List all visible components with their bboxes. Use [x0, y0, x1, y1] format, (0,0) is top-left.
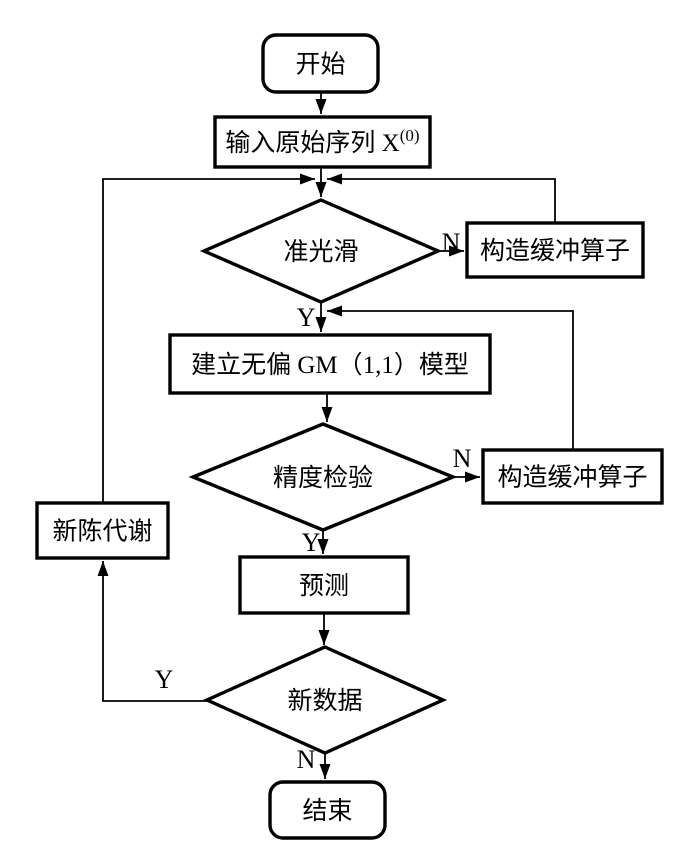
end-shape [268, 780, 387, 840]
new-data-decision-shape [202, 645, 448, 755]
edge-buffer2-loop-to-mid-junction [327, 305, 574, 450]
metabolism-shape [35, 501, 170, 560]
node-metabolism: 新陈代谢 [35, 501, 170, 560]
node-label-forecast: 预测 [299, 572, 349, 600]
edge-labels-layer: N Y N Y Y N [155, 228, 472, 774]
node-new-data-decision: 新数据 [202, 645, 448, 755]
node-buffer-operator-2: 构造缓冲算子 [481, 448, 664, 505]
edge-label-new-data-yes-to-metabolism: Y [155, 665, 174, 694]
node-label-metabolism: 新陈代谢 [52, 518, 152, 546]
node-accuracy-test-decision: 精度检验 [188, 422, 458, 532]
edge-label-accuracy-no-to-buffer2: N [453, 444, 472, 473]
node-label-new-data-decision: 新数据 [287, 687, 362, 715]
node-label-quasi-smooth-decision: 准光滑 [283, 238, 358, 266]
node-label-buffer-operator-2: 构造缓冲算子 [497, 464, 647, 492]
nodes-layer: 开始输入原始序列 X(0)准光滑构造缓冲算子建立无偏 GM（1,1）模型精度检验… [35, 33, 664, 840]
unbiased-gm-model-shape [168, 333, 492, 395]
node-label-accuracy-test-decision: 精度检验 [273, 464, 373, 492]
edge-label-new-data-no-to-end: N [297, 745, 316, 774]
input-sequence-shape [213, 115, 432, 169]
edge-label-quasi-smooth-yes-to-gm-model: Y [297, 303, 316, 332]
buffer-operator-1-shape [465, 221, 645, 279]
edge-buffer1-loop-to-top-junction [327, 173, 556, 223]
start-shape [261, 33, 380, 94]
node-end: 结束 [268, 780, 387, 840]
edge-new-data-yes-to-metabolism [97, 561, 207, 702]
edge-metabolism-loop-to-top-junction [102, 173, 315, 503]
edge-label-quasi-smooth-no-to-buffer1: N [442, 228, 461, 257]
node-unbiased-gm-model: 建立无偏 GM（1,1）模型 [168, 333, 492, 395]
buffer-operator-2-shape [481, 448, 664, 505]
node-label-buffer-operator-1: 构造缓冲算子 [480, 237, 630, 265]
node-forecast: 预测 [238, 555, 410, 615]
edge-label-accuracy-yes-to-forecast: Y [302, 528, 321, 557]
node-label-start: 开始 [295, 51, 345, 79]
forecast-shape [238, 555, 410, 615]
node-start: 开始 [261, 33, 380, 94]
node-label-input-sequence: 输入原始序列 X(0) [225, 126, 419, 157]
node-buffer-operator-1: 构造缓冲算子 [465, 221, 645, 279]
node-label-end: 结束 [302, 797, 352, 825]
quasi-smooth-decision-shape [199, 198, 443, 304]
edges-layer [97, 92, 574, 779]
node-label-unbiased-gm-model: 建立无偏 GM（1,1）模型 [191, 351, 469, 379]
node-quasi-smooth-decision: 准光滑 [199, 198, 443, 304]
accuracy-test-decision-shape [188, 422, 458, 532]
node-input-sequence: 输入原始序列 X(0) [213, 115, 432, 169]
